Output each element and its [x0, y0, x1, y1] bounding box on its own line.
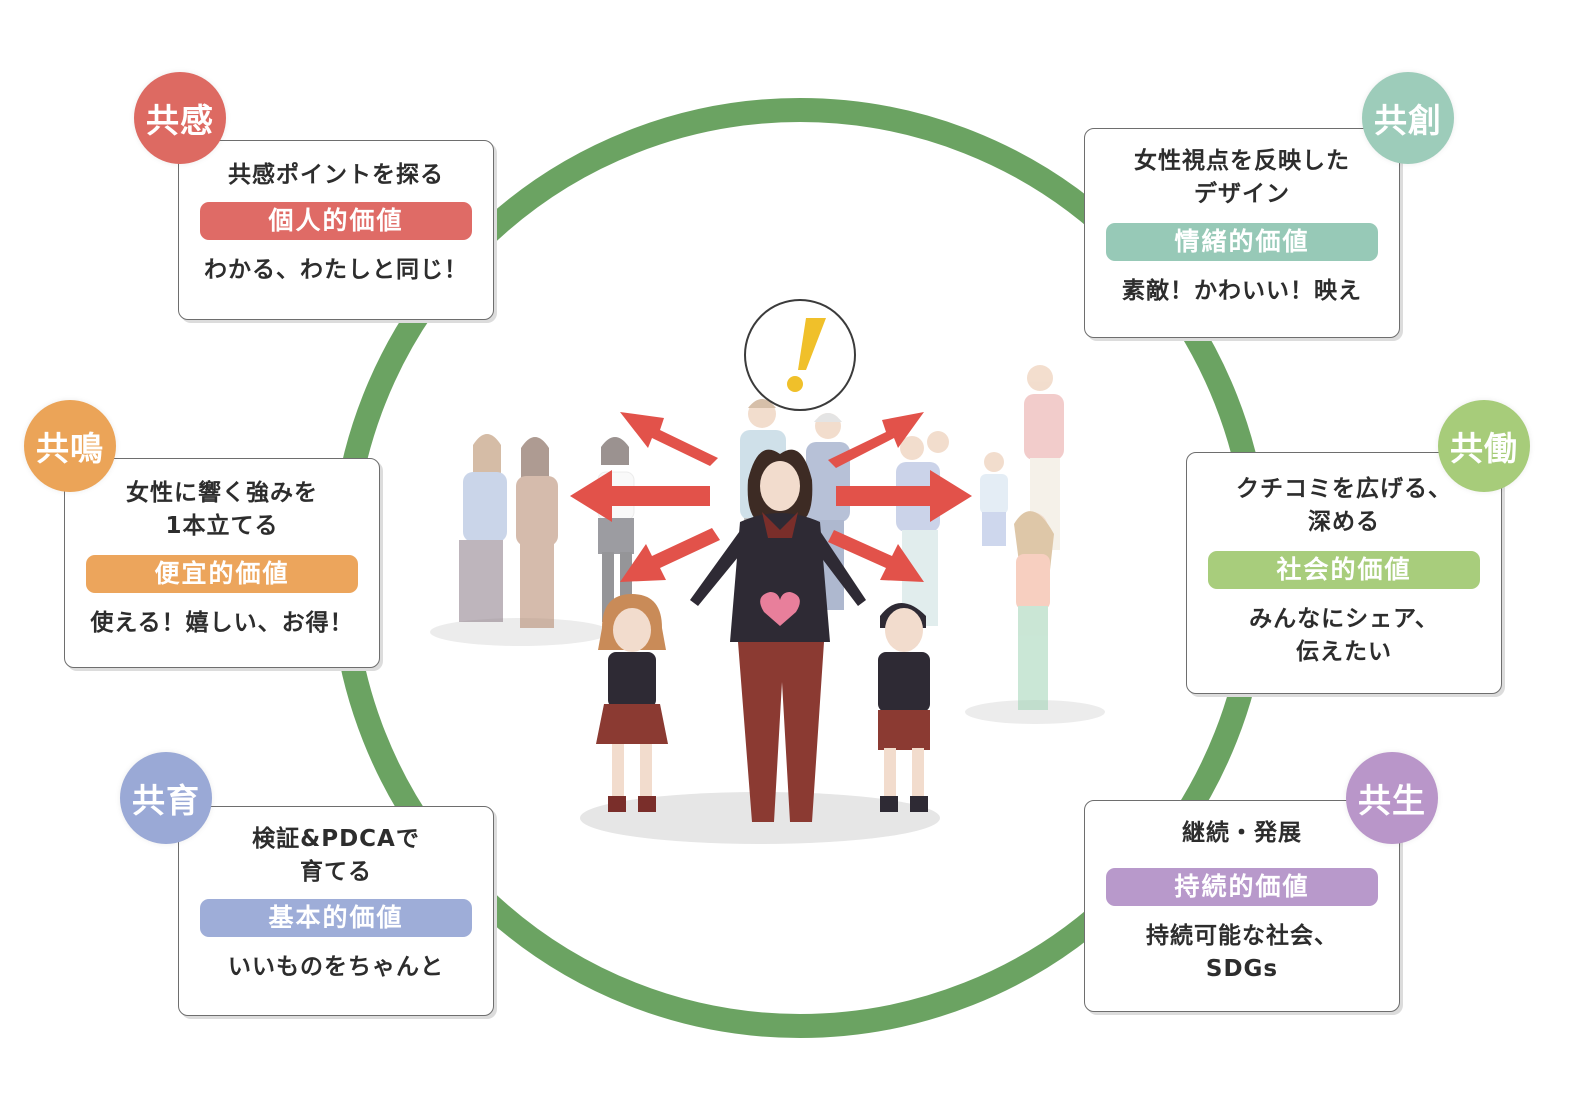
card-kyomei-value-label: 便宜的価値 [86, 555, 358, 593]
badge-kyomei: 共鳴 [24, 400, 116, 492]
badge-kyokan: 共感 [134, 72, 226, 164]
card-kyoso: 女性視点を反映したデザイン 情緒的価値 素敵！かわいい！映え [1084, 128, 1400, 338]
card-kyoiku-value-label: 基本的価値 [200, 899, 472, 937]
card-kyodo-heading: クチコミを広げる、深める [1236, 476, 1452, 535]
badge-kyosei: 共生 [1346, 752, 1438, 844]
card-kyosei-heading: 継続・発展 [1182, 820, 1302, 846]
card-kyoso-description: 素敵！かわいい！映え [1122, 278, 1362, 304]
card-kyokan-value-label: 個人的価値 [200, 202, 472, 240]
card-kyodo: クチコミを広げる、深める 社会的価値 みんなにシェア、伝えたい [1186, 452, 1502, 694]
card-kyokan: 共感ポイントを探る 個人的価値 わかる、わたしと同じ！ [178, 140, 494, 320]
badge-kyoiku: 共育 [120, 752, 212, 844]
card-kyoiku-description: いいものをちゃんと [228, 954, 444, 980]
card-kyokan-description: わかる、わたしと同じ！ [204, 257, 468, 283]
card-kyodo-description: みんなにシェア、伝えたい [1249, 606, 1439, 665]
card-kyomei-description: 使える！嬉しい、お得！ [90, 610, 354, 636]
card-kyoiku-heading: 検証&PDCAで育てる [252, 826, 420, 885]
card-kyosei: 継続・発展 持続的価値 持続可能な社会、SDGs [1084, 800, 1400, 1012]
card-kyodo-value-label: 社会的価値 [1208, 551, 1480, 589]
card-kyoso-heading: 女性視点を反映したデザイン [1134, 148, 1350, 207]
card-kyoso-value-label: 情緒的価値 [1106, 223, 1378, 261]
card-kyoiku: 検証&PDCAで育てる 基本的価値 いいものをちゃんと [178, 806, 494, 1016]
card-kyosei-value-label: 持続的価値 [1106, 868, 1378, 906]
card-kyosei-description: 持続可能な社会、SDGs [1146, 923, 1338, 982]
badge-kyoso: 共創 [1362, 72, 1454, 164]
badge-kyodo: 共働 [1438, 400, 1530, 492]
card-kyokan-heading: 共感ポイントを探る [228, 162, 444, 188]
